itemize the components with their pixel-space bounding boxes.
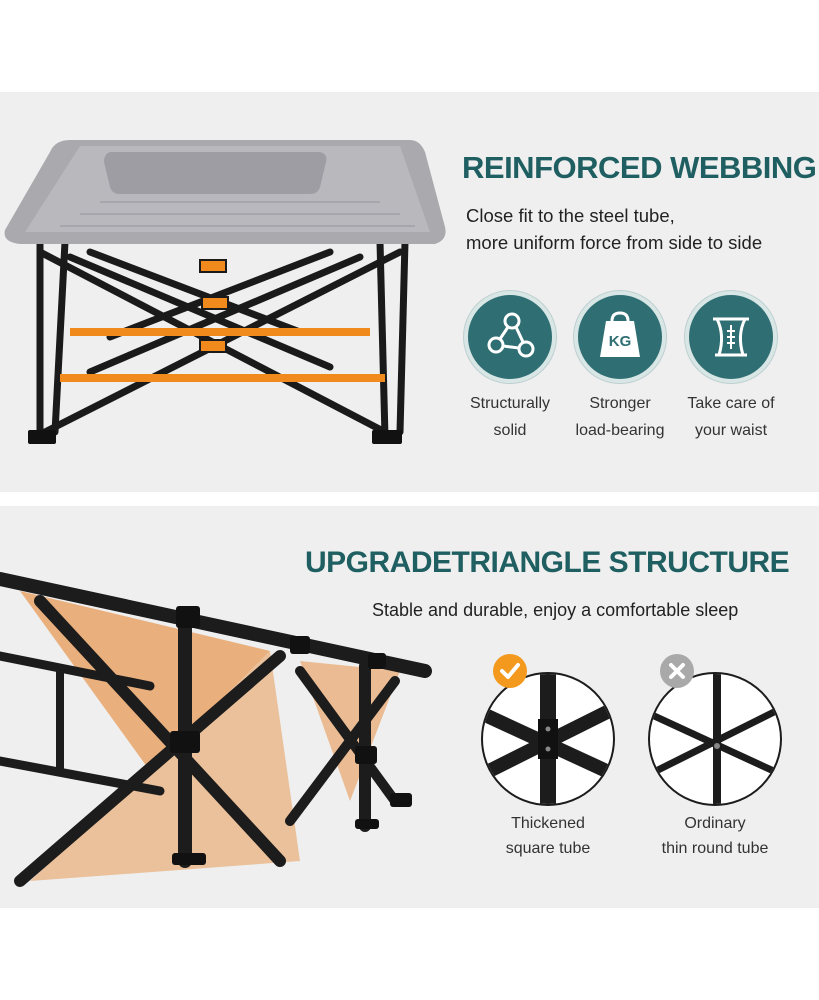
feature-label-waist: Take care of your waist bbox=[687, 395, 775, 439]
section-subtitle: Close fit to the steel tube, more unifor… bbox=[466, 202, 762, 256]
feature-label-structural: Structurally solid bbox=[469, 395, 551, 439]
molecule-icon bbox=[464, 291, 556, 383]
cot-product-image bbox=[4, 140, 446, 444]
section-title: UPGRADETRIANGLE STRUCTURE bbox=[305, 546, 790, 579]
subtitle-line-1: Close fit to the steel tube, bbox=[466, 205, 675, 226]
frame-structure-image bbox=[0, 572, 432, 887]
reinforced-webbing-panel: REINFORCED WEBBING Close fit to the stee… bbox=[0, 92, 819, 492]
square-tube-closeup bbox=[481, 672, 615, 806]
feature-label-load-bearing: Stronger load-bearing bbox=[575, 395, 665, 439]
kg-weight-icon: KG bbox=[574, 291, 666, 383]
subtitle-line-2: more uniform force from side to side bbox=[466, 232, 763, 253]
cross-icon bbox=[660, 654, 694, 688]
kg-text: KG bbox=[609, 333, 632, 350]
triangle-structure-panel: UPGRADETRIANGLE STRUCTURE Stable and dur… bbox=[0, 506, 819, 908]
section-title: REINFORCED WEBBING bbox=[462, 150, 817, 185]
comparison-label-round-tube: Ordinary thin round tube bbox=[661, 815, 769, 857]
round-tube-closeup bbox=[648, 672, 782, 806]
check-icon bbox=[493, 654, 527, 688]
waist-icon bbox=[685, 291, 777, 383]
comparison-label-square-tube: Thickened square tube bbox=[505, 815, 591, 857]
section-subtitle: Stable and durable, enjoy a comfortable … bbox=[372, 600, 739, 620]
